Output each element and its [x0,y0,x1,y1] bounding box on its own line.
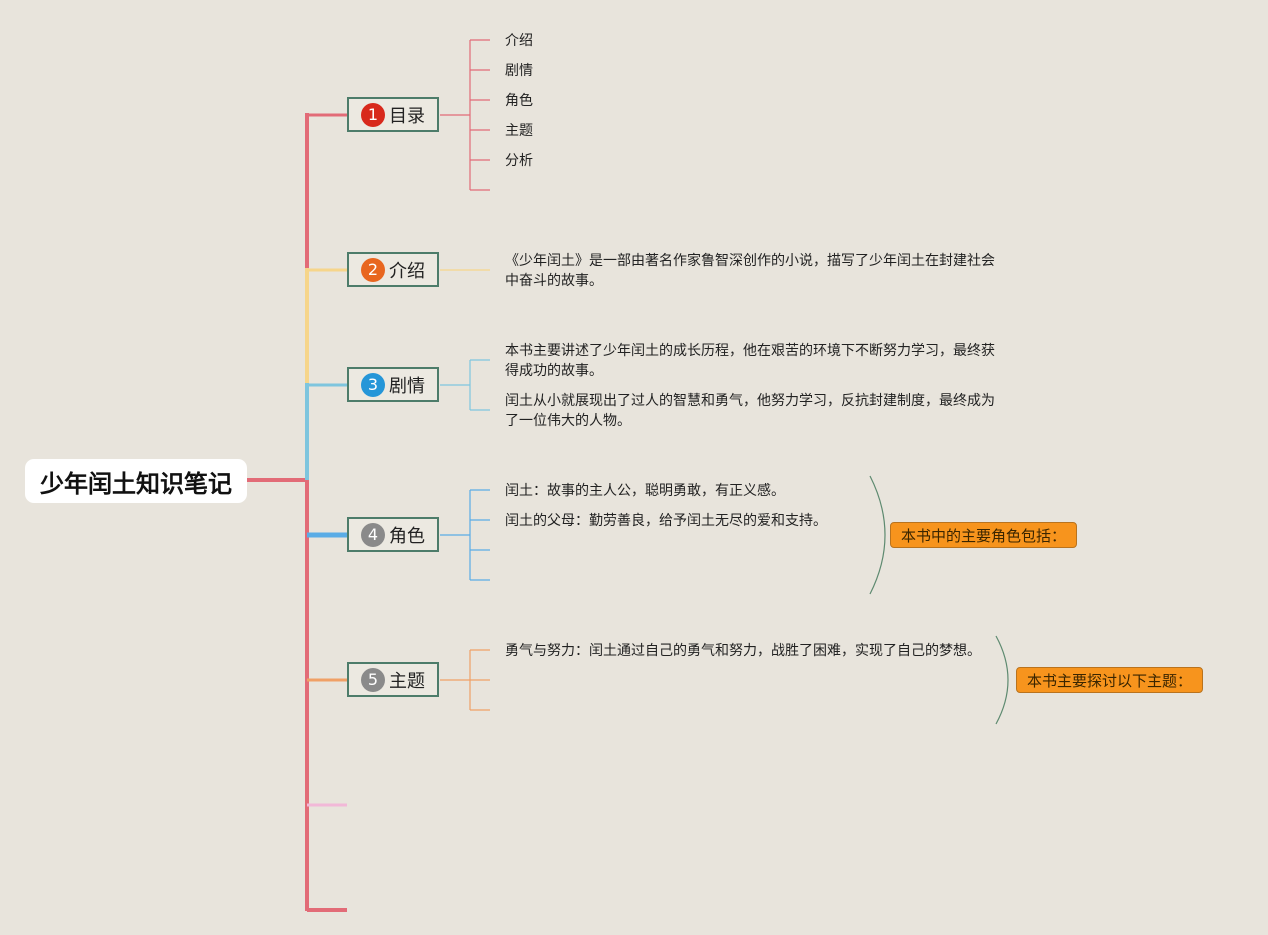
theme-item[interactable]: 勇气与努力：闰土通过自己的勇气和努力，战胜了困难，实现了自己的梦想。 [505,643,981,659]
number-1-icon: 1 [361,102,385,127]
toc-item-analysis[interactable]: 分析 [505,153,533,169]
root-topic[interactable]: 少年闰土知识笔记 [25,459,247,503]
number-2-icon: 2 [361,257,385,282]
topic-themes[interactable]: 5 主题 [347,662,439,697]
summary-label: 本书主要探讨以下主题： [1027,671,1193,690]
themes-connectors [440,649,490,711]
summary-label: 本书中的主要角色包括： [901,526,1067,545]
plot-line: 了一位伟大的人物。 [505,413,631,429]
themes-summary[interactable]: 本书主要探讨以下主题： [1016,667,1204,693]
intro-line: 中奋斗的故事。 [505,273,603,289]
character-item[interactable]: 闰土的父母：勤劳善良，给予闰土无尽的爱和支持。 [505,513,827,529]
number-5-icon: 5 [361,667,385,692]
intro-line: 《少年闰土》是一部由著名作家鲁智深创作的小说，描写了少年闰土在封建社会 [505,253,995,269]
number-3-icon: 3 [361,372,385,397]
toc-item-themes[interactable]: 主题 [505,123,533,139]
number-4-icon: 4 [361,522,385,547]
topic-label: 剧情 [389,375,425,397]
topic-toc[interactable]: 1 目录 [347,97,439,132]
root-title: 少年闰土知识笔记 [40,469,232,498]
toc-connectors [440,39,490,191]
topic-label: 角色 [389,525,425,547]
plot-item[interactable]: 闰土从小就展现出了过人的智慧和勇气，他努力学习，反抗封建制度，最终成为 了一位伟… [505,391,995,431]
characters-summary[interactable]: 本书中的主要角色包括： [890,522,1078,548]
themes-summary-brace [995,635,1009,725]
intro-text[interactable]: 《少年闰土》是一部由著名作家鲁智深创作的小说，描写了少年闰土在封建社会 中奋斗的… [505,251,995,291]
plot-line: 得成功的故事。 [505,363,603,379]
topic-plot[interactable]: 3 剧情 [347,367,439,402]
topic-characters[interactable]: 4 角色 [347,517,439,552]
plot-item[interactable]: 本书主要讲述了少年闰土的成长历程，他在艰苦的环境下不断努力学习，最终获 得成功的… [505,341,995,381]
topic-label: 主题 [389,670,425,692]
toc-item-intro[interactable]: 介绍 [505,33,533,49]
plot-line: 闰土从小就展现出了过人的智慧和勇气，他努力学习，反抗封建制度，最终成为 [505,393,995,409]
character-item[interactable]: 闰土：故事的主人公，聪明勇敢，有正义感。 [505,483,785,499]
characters-summary-brace [869,475,886,595]
toc-item-characters[interactable]: 角色 [505,93,533,109]
topic-label: 目录 [389,105,425,127]
plot-connectors [440,359,490,411]
characters-connectors [440,489,490,581]
toc-item-plot[interactable]: 剧情 [505,63,533,79]
topic-label: 介绍 [389,260,425,282]
topic-intro[interactable]: 2 介绍 [347,252,439,287]
plot-line: 本书主要讲述了少年闰土的成长历程，他在艰苦的环境下不断努力学习，最终获 [505,343,995,359]
